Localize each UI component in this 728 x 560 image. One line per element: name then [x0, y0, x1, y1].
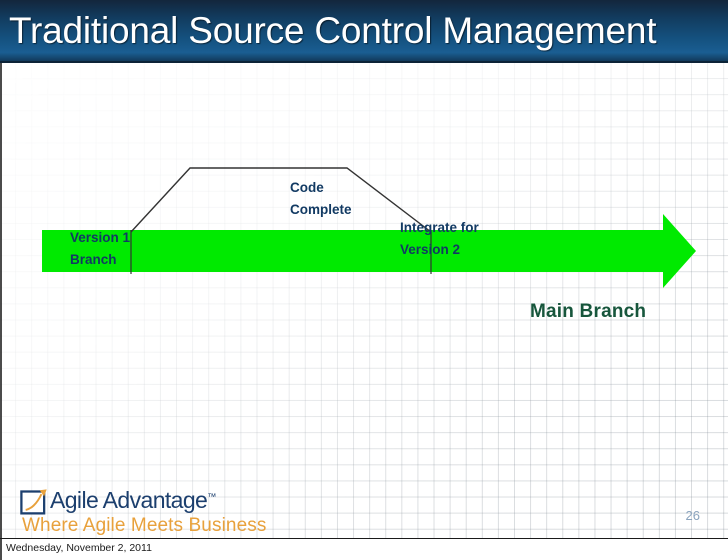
page-title: Traditional Source Control Management	[9, 10, 657, 51]
label-integrate-for-version-2: Integrate for Version 2	[400, 220, 479, 257]
label-code-complete: Code Complete	[290, 180, 352, 217]
main-branch-bar	[42, 230, 663, 272]
branching-diagram-svg	[42, 167, 696, 288]
branching-diagram: Version 1 Branch Code Complete Integrate…	[0, 63, 728, 493]
logo-wordmark: Agile Advantage™	[50, 487, 216, 514]
slide-left-edge	[0, 0, 2, 560]
agile-advantage-logo: Agile Advantage™ Where Agile Meets Busin…	[20, 487, 266, 537]
footer-date: Wednesday, November 2, 2011	[6, 542, 152, 554]
version-branch-line	[130, 167, 432, 233]
label-version-1-branch: Version 1 Branch	[70, 230, 131, 267]
footer-divider	[0, 538, 728, 539]
page-number: 26	[685, 508, 700, 523]
logo-wordmark-text: Agile Advantage	[50, 487, 208, 513]
agile-advantage-growth-arrow-icon	[20, 489, 47, 515]
logo-tagline: Where Agile Meets Business	[22, 515, 267, 536]
logo-trademark: ™	[207, 491, 216, 502]
slide-title-bar: Traditional Source Control Management	[0, 0, 728, 63]
main-branch-arrow-head	[663, 214, 696, 288]
label-main-branch: Main Branch	[530, 301, 647, 322]
